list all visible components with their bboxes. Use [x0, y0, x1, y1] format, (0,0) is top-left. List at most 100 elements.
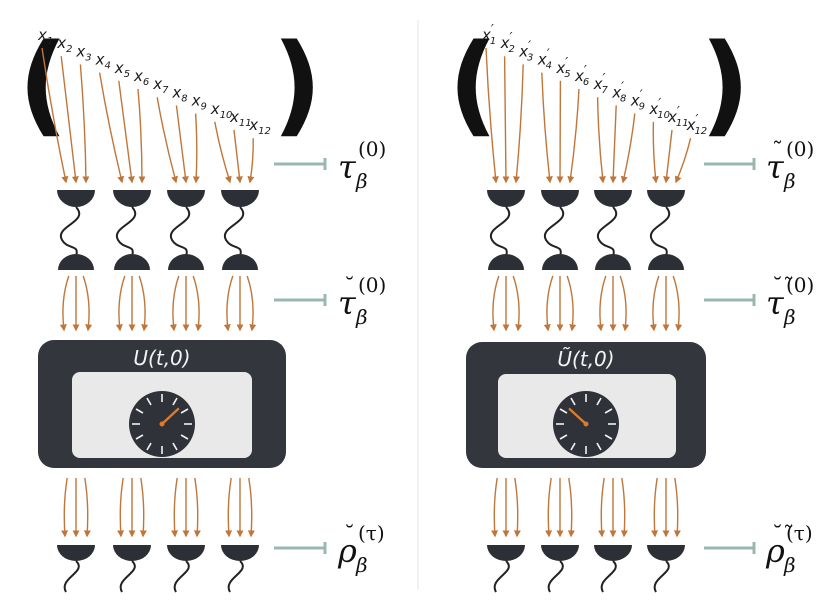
mid-arrow: [82, 275, 93, 332]
input-label: x′4: [537, 48, 552, 72]
input-label: x8: [171, 83, 187, 104]
input-label: x′5: [555, 56, 570, 80]
tails: [63, 560, 244, 593]
clock-needle: [161, 407, 180, 425]
clock-tick: [146, 397, 152, 406]
clock-tick: [180, 408, 189, 414]
input-arrow: [79, 64, 90, 184]
state-label-sup: (τ): [786, 521, 813, 545]
mid-arrow: [672, 275, 683, 332]
mid-arrow: [512, 275, 523, 332]
input-label: x12: [248, 116, 271, 137]
input-arrow: [60, 56, 79, 184]
tail: [227, 560, 244, 593]
clock-tick: [570, 397, 576, 406]
detector-bottom: [647, 545, 685, 561]
input-label: x3: [75, 42, 91, 63]
mid-arrow: [115, 275, 126, 332]
state-label-accent: ˘: [344, 523, 355, 548]
mid-arrow: [138, 275, 149, 332]
output-arrows: [491, 477, 681, 538]
detector-bottom: [57, 545, 95, 561]
input-label: x1: [37, 26, 53, 47]
input-arrow: [118, 80, 135, 184]
output-arrow: [117, 477, 125, 538]
mid-arrows: [489, 275, 683, 332]
output-arrow: [247, 477, 255, 538]
emitter: [58, 254, 94, 270]
clock-pivot: [159, 421, 165, 427]
tail: [547, 560, 564, 593]
input-label: x′2: [500, 31, 515, 55]
detectors-bottom: [487, 545, 685, 561]
detectors-top: [57, 190, 259, 207]
tails: [493, 560, 670, 593]
pointers: [704, 158, 756, 554]
emitters: [58, 254, 258, 270]
clock: [553, 391, 619, 457]
clock-tick: [604, 408, 613, 414]
mid-arrow: [596, 275, 607, 332]
mid-arrow: [169, 275, 180, 332]
state-label-accent: ˜: [772, 139, 783, 164]
emitter: [488, 254, 524, 270]
output-arrow: [83, 477, 91, 538]
mid-arrows: [59, 275, 257, 332]
output-arrow: [651, 477, 659, 538]
state-label: τ: [338, 148, 357, 186]
input-arrow: [620, 113, 636, 184]
wires: [489, 206, 670, 257]
left-paren: (: [448, 20, 498, 148]
input-label: x11: [229, 108, 252, 129]
state-label-sub: β: [783, 553, 796, 577]
input-arrow: [674, 138, 692, 184]
detectors-bottom: [57, 545, 259, 561]
clock-tick: [135, 408, 144, 414]
state-label: τ: [338, 284, 357, 322]
emitter: [168, 254, 204, 270]
output-arrows: [61, 477, 255, 538]
wire: [223, 206, 244, 257]
input-label: x′8: [611, 80, 626, 104]
wire: [649, 206, 670, 257]
output-arrow: [225, 477, 233, 538]
emitter: [648, 254, 684, 270]
detector-bottom: [221, 545, 259, 561]
detector-top: [221, 190, 259, 207]
clock-tick: [596, 442, 602, 451]
input-arrow: [502, 56, 510, 184]
operator-label: Ũ(t,0): [557, 347, 614, 371]
detector-top: [647, 190, 685, 207]
input-label: x6: [133, 67, 149, 88]
state-label-sub: β: [783, 169, 796, 193]
wire: [543, 206, 564, 257]
clock: [129, 391, 195, 457]
output-arrow: [61, 477, 69, 538]
input-arrow: [214, 121, 232, 184]
right-paren: ): [700, 20, 750, 148]
mid-arrow: [649, 275, 660, 332]
clock-tick: [559, 434, 568, 440]
input-label: x2: [56, 34, 72, 55]
wire: [169, 206, 190, 257]
clock-tick: [570, 442, 576, 451]
pointers: [274, 158, 327, 554]
tail: [653, 560, 670, 593]
output-arrow: [491, 477, 499, 538]
state-label-sub: β: [783, 305, 796, 329]
left-paren: (: [18, 20, 68, 148]
input-label: x7: [152, 75, 169, 96]
wire: [59, 206, 80, 257]
output-arrow: [567, 477, 575, 538]
detector-top: [487, 190, 525, 207]
state-label-sup: (0): [786, 137, 814, 161]
input-label: x′9: [630, 89, 645, 113]
clock-tick: [172, 442, 178, 451]
wires: [59, 206, 244, 257]
detector-top: [113, 190, 151, 207]
state-label-accent: ˘˜: [772, 275, 794, 300]
